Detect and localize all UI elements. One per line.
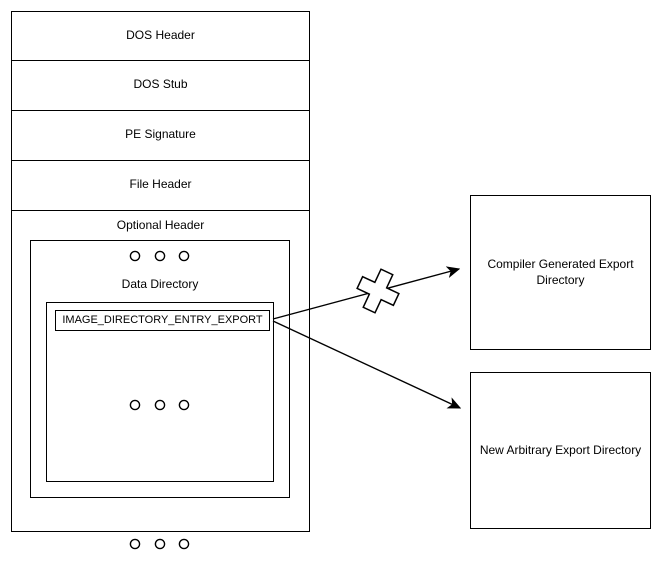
section-file-header: File Header	[12, 161, 309, 211]
section-dos-stub: DOS Stub	[12, 61, 309, 111]
compiler-generated-export-directory-label: Compiler Generated Export Directory	[487, 256, 634, 287]
new-arbitrary-export-directory-label: New Arbitrary Export Directory	[479, 442, 642, 457]
section-optional-header: Optional Header	[12, 211, 309, 241]
section-dos-header: DOS Header	[12, 12, 309, 61]
ellipsis-dots-icon	[129, 538, 190, 550]
section-dos-stub-label: DOS Stub	[133, 77, 188, 92]
cross-out-icon	[356, 268, 400, 314]
section-file-header-label: File Header	[129, 177, 192, 192]
new-arbitrary-export-directory-box: New Arbitrary Export Directory	[470, 372, 651, 529]
section-optional-header-label: Optional Header	[116, 218, 205, 233]
compiler-generated-export-directory-box: Compiler Generated Export Directory	[470, 195, 651, 350]
dot-circle	[178, 538, 190, 550]
section-dos-header-label: DOS Header	[126, 27, 195, 42]
dot-circle	[154, 538, 166, 550]
dot-circle	[129, 538, 141, 550]
image-directory-entry-export-label: IMAGE_DIRECTORY_ENTRY_EXPORT	[62, 314, 263, 327]
data-directory-label: Data Directory	[121, 277, 199, 291]
section-pe-signature: PE Signature	[12, 111, 309, 161]
section-pe-signature-label: PE Signature	[125, 127, 196, 142]
image-directory-entry-export-box: IMAGE_DIRECTORY_ENTRY_EXPORT	[55, 310, 270, 331]
